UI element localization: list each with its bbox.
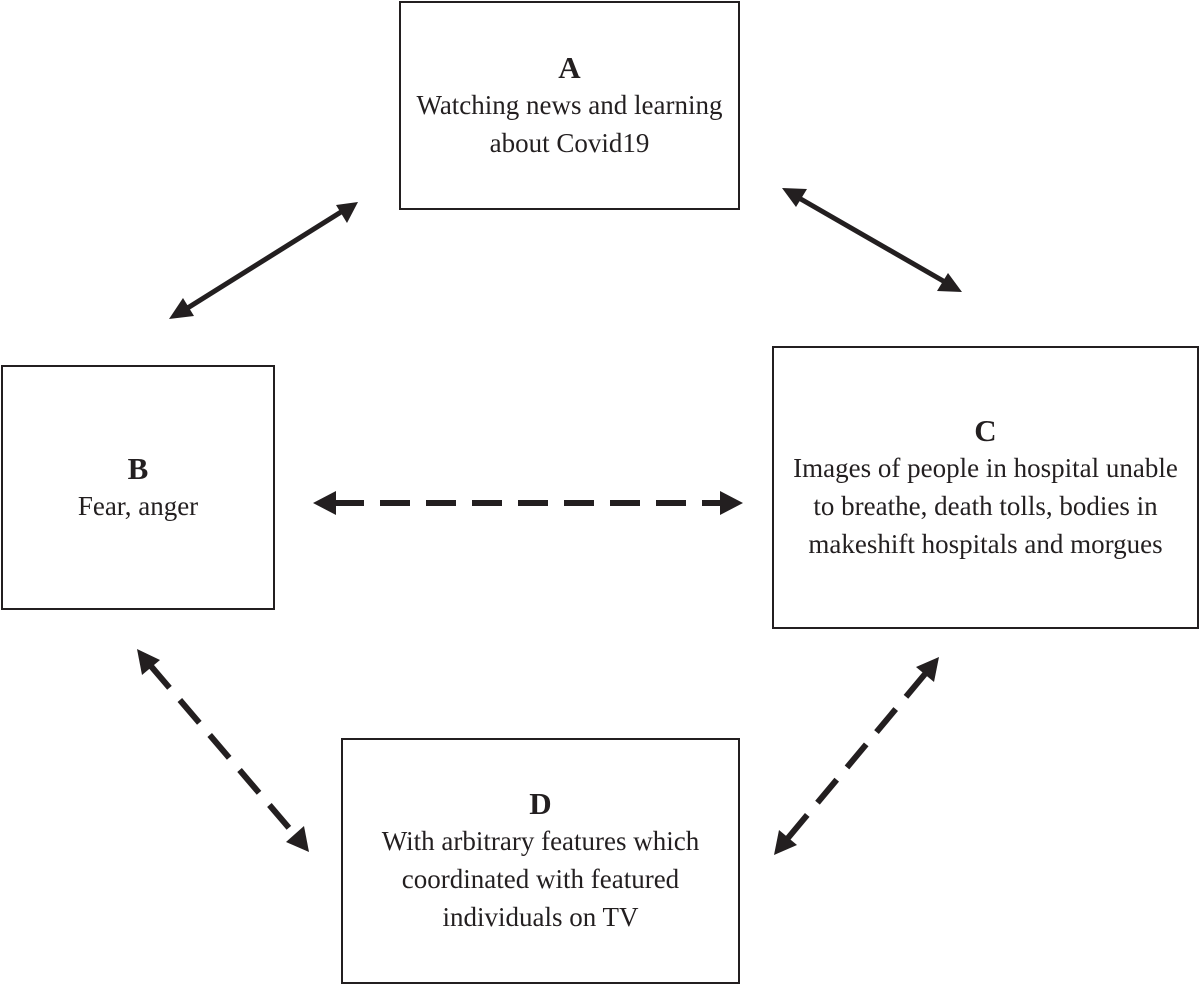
node-d-letter: D [529,786,552,821]
node-d-box: D With arbitrary features which coordina… [341,738,740,984]
node-a-letter: A [558,49,581,85]
node-d-text: With arbitrary features which coordinate… [381,826,700,932]
node-b-letter: B [127,450,149,486]
node-c-box: C Images of people in hospital unable to… [772,346,1199,629]
edge-d-c-arrowhead-d [774,830,797,855]
edge-b-a-arrowhead-a [336,202,358,223]
edge-b-a [184,209,343,312]
edge-a-c [797,195,947,285]
edge-a-c-arrowhead-c [937,273,962,292]
node-c-letter: C [974,412,997,448]
node-c-text: Images of people in hospital unable to b… [793,452,1178,559]
edge-a-c-arrowhead-a [782,188,807,207]
edge-b-c-arrowhead-c [720,491,743,515]
edge-b-d-arrowhead-d [286,826,309,852]
node-b-box: B Fear, anger [1,365,275,610]
edge-d-c [785,672,928,840]
edge-d-c-arrowhead-c [916,657,939,682]
node-a-text: Watching news and learning about Covid19 [416,89,723,158]
edge-b-c-arrowhead-b [313,491,336,515]
edge-b-d [147,663,298,837]
node-a-box: A Watching news and learning about Covid… [399,1,740,210]
edge-b-a-arrowhead-b [169,298,194,319]
node-b-text: Fear, anger [77,490,199,521]
edge-b-d-arrowhead-b [137,649,160,675]
